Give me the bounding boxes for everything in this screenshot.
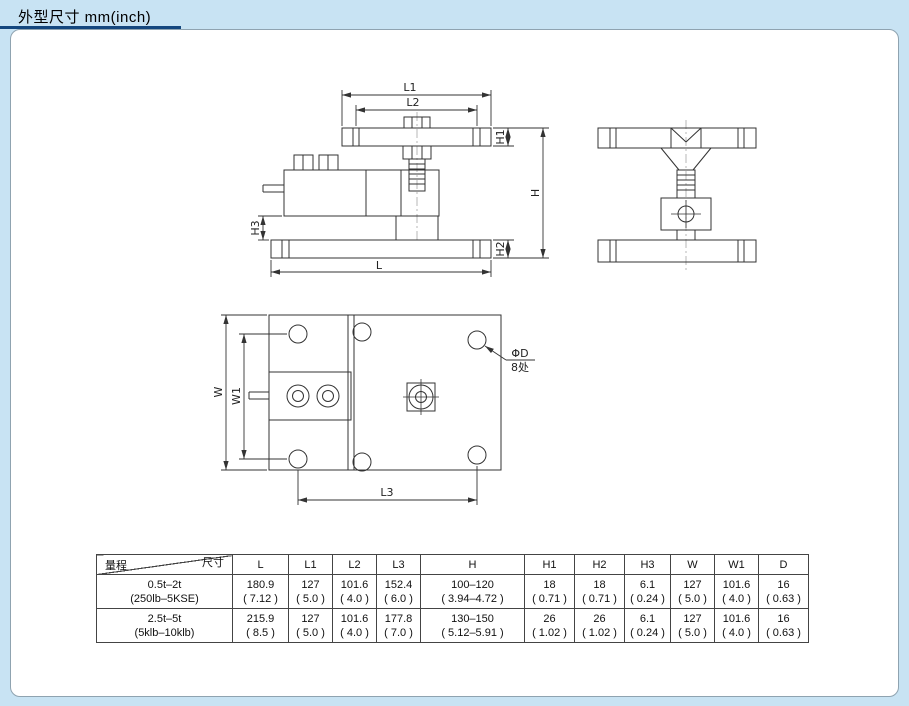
value-cell: 101.6( 4.0 ) [714,608,759,643]
column-header-w: W [670,554,715,575]
value-cell: 177.8( 7.0 ) [376,608,421,643]
column-header-d: D [758,554,809,575]
value-cell: 26( 1.02 ) [574,608,625,643]
table-row: 0.5t–2t(250lb–5KSE)180.9( 7.12 )127( 5.0… [96,574,809,609]
dim-label-h2: H2 [494,241,507,256]
value-cell: 101.6( 4.0 ) [332,574,377,609]
dim-label-l: L [376,259,383,272]
row-label: 2.5t–5t(5klb–10klb) [96,608,233,643]
value-cell: 16( 0.63 ) [758,608,809,643]
page-title: 外型尺寸 mm(inch) [18,9,152,26]
value-cell: 100–120( 3.94–4.72 ) [420,574,525,609]
hole-diameter-label: ΦD [511,347,528,360]
end-view [597,120,757,270]
table-row: 2.5t–5t(5klb–10klb)215.9( 8.5 )127( 5.0 … [96,608,809,643]
value-cell: 16( 0.63 ) [758,574,809,609]
title-underline [0,26,181,29]
column-header-h: H [420,554,525,575]
value-cell: 101.6( 4.0 ) [332,608,377,643]
content-panel: L1 L2 H1 H H2 H3 L [10,29,899,697]
value-cell: 152.4( 6.0 ) [376,574,421,609]
value-cell: 127( 5.0 ) [288,574,333,609]
corner-label-range: 量程 [105,560,127,572]
value-cell: 6.1( 0.24 ) [624,608,671,643]
value-cell: 127( 5.0 ) [288,608,333,643]
value-cell: 26( 1.02 ) [524,608,575,643]
column-header-h3: H3 [624,554,671,575]
plan-view [248,314,502,472]
value-cell: 18( 0.71 ) [574,574,625,609]
value-cell: 6.1( 0.24 ) [624,574,671,609]
value-cell: 215.9( 8.5 ) [232,608,289,643]
value-cell: 130–150( 5.12–5.91 ) [420,608,525,643]
hole-count-label: 8处 [511,361,529,374]
column-header-l2: L2 [332,554,377,575]
column-header-l: L [232,554,289,575]
dim-label-h: H [529,189,542,197]
value-cell: 18( 0.71 ) [524,574,575,609]
value-cell: 180.9( 7.12 ) [232,574,289,609]
value-cell: 127( 5.0 ) [670,574,715,609]
corner-cell: 尺寸 量程 [96,554,233,575]
row-label: 0.5t–2t(250lb–5KSE) [96,574,233,609]
dim-label-h1: H1 [494,129,507,144]
dim-label-h3: H3 [249,220,262,235]
column-header-w1: W1 [714,554,759,575]
column-header-h2: H2 [574,554,625,575]
column-header-l3: L3 [376,554,421,575]
value-cell: 101.6( 4.0 ) [714,574,759,609]
column-header-h1: H1 [524,554,575,575]
side-view-dimensions [258,90,549,277]
dim-label-w1: W1 [230,387,243,405]
technical-drawing: L1 L2 H1 H H2 H3 L [212,81,757,505]
corner-label-dimension: 尺寸 [202,557,224,569]
dim-label-l2: L2 [406,96,419,109]
dim-label-l1: L1 [403,81,416,94]
plan-view-labels: W W1 L3 ΦD 8处 [212,347,529,499]
table-body: 0.5t–2t(250lb–5KSE)180.9( 7.12 )127( 5.0… [96,574,809,643]
plan-view-dimensions [221,314,535,505]
column-header-l1: L1 [288,554,333,575]
side-view [262,112,492,259]
dim-label-l3: L3 [380,486,393,499]
dim-label-w: W [212,386,225,397]
value-cell: 127( 5.0 ) [670,608,715,643]
side-view-labels: L1 L2 H1 H H2 H3 L [249,81,542,272]
